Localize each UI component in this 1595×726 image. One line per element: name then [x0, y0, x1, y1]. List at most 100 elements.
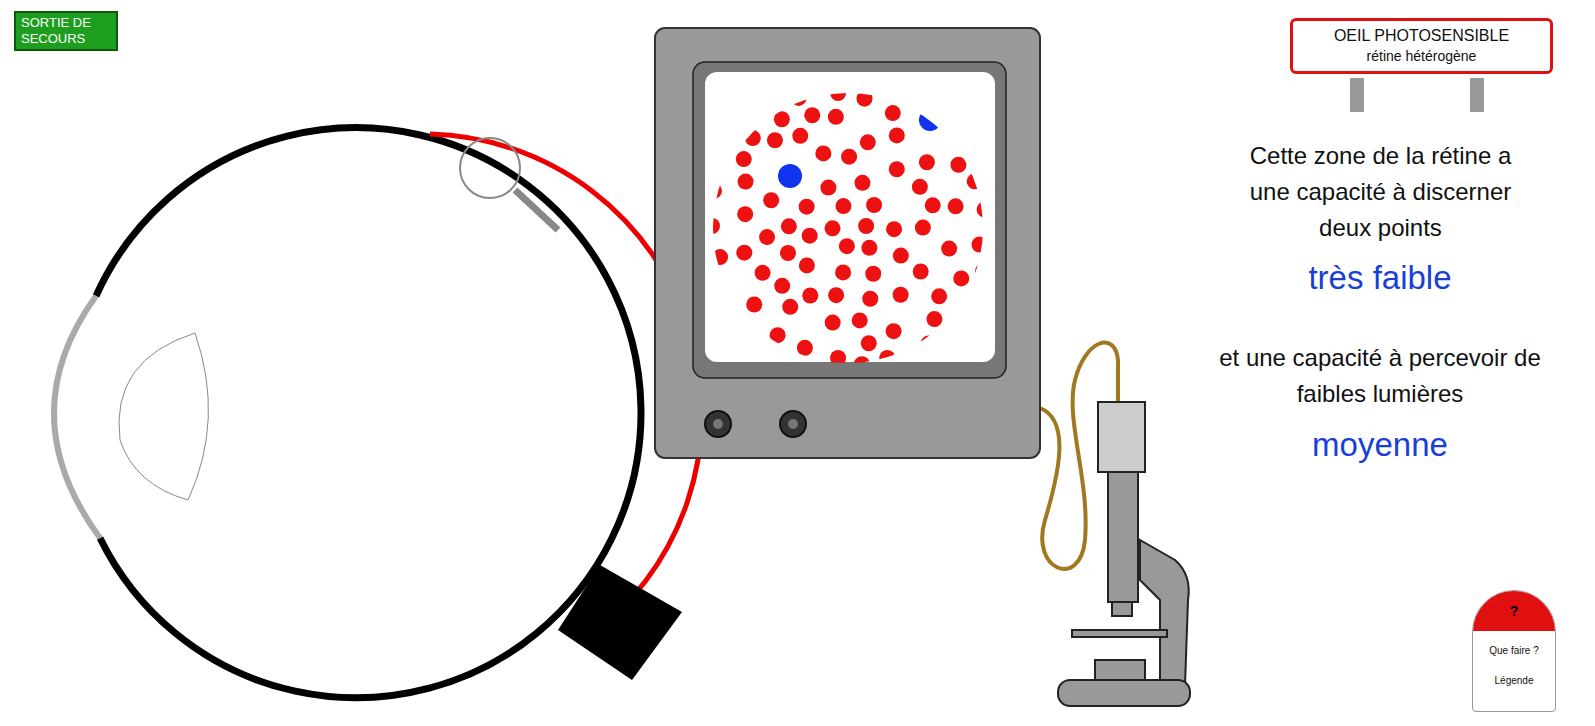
help-button: ?Que faire ?Légende — [1472, 590, 1556, 712]
cell-dots — [704, 85, 993, 375]
rod-cell — [941, 241, 957, 257]
rod-cell — [782, 299, 798, 315]
rod-cell — [841, 149, 857, 165]
rod-cell — [862, 291, 878, 307]
rod-cell — [931, 288, 947, 304]
rod-cell — [885, 105, 901, 121]
rod-cell — [752, 98, 768, 114]
rod-cell — [736, 245, 752, 261]
rod-cell — [854, 356, 870, 372]
node-text: SORTIE DE SECOURS — [21, 15, 111, 47]
rod-cell — [839, 238, 855, 254]
rod-cell — [705, 353, 721, 369]
rod-cell — [948, 198, 964, 214]
rod-cell — [791, 90, 807, 106]
rod-cell — [828, 287, 844, 303]
cone-cell — [778, 164, 802, 188]
rod-cell — [820, 180, 836, 196]
rod-cell — [825, 315, 841, 331]
rod-cell — [889, 127, 905, 143]
rod-cell — [745, 130, 761, 146]
rod-cell — [755, 265, 771, 281]
rod-cell — [712, 249, 728, 265]
rod-cell — [953, 270, 969, 286]
rod-cell — [774, 111, 790, 127]
rod-cell — [889, 161, 905, 177]
rod-cell — [774, 278, 790, 294]
rod-cell — [858, 218, 874, 234]
rod-cell — [852, 312, 868, 328]
rod-cell — [799, 257, 815, 273]
rod-cell — [785, 359, 801, 375]
node-text: rétine hétérogène — [1299, 46, 1544, 66]
rod-cell — [913, 264, 929, 280]
rod-cell — [815, 145, 831, 161]
rod-cell — [759, 229, 775, 245]
rating-value: très faible — [1195, 258, 1565, 298]
rod-cell — [893, 287, 909, 303]
node-text: ? — [1473, 591, 1555, 631]
rod-cell — [792, 128, 808, 144]
description-text: Cette zone de la rétine a une capacité à… — [1228, 138, 1533, 246]
rod-cell — [770, 327, 786, 343]
rod-cell — [704, 218, 720, 234]
sign-leg — [1350, 78, 1364, 112]
probe — [515, 190, 558, 230]
rod-cell — [977, 116, 993, 132]
title-sign: OEIL PHOTOSENSIBLErétine hétérogène — [1290, 18, 1553, 74]
rod-cell — [825, 220, 841, 236]
knob — [705, 411, 731, 437]
optic-nerve — [558, 565, 682, 680]
rod-cell — [967, 136, 983, 152]
zoom-circle — [460, 138, 520, 198]
rod-cell — [962, 351, 978, 367]
exit-button: SORTIE DE SECOURS — [14, 11, 118, 51]
rod-cell — [925, 197, 941, 213]
rod-cell — [726, 326, 742, 342]
rod-cell — [802, 228, 818, 244]
rod-cell — [919, 154, 935, 170]
rod-cell — [854, 175, 870, 191]
rod-cell — [736, 151, 752, 167]
rod-cell — [965, 292, 981, 308]
rod-cell — [706, 292, 722, 308]
rod-cell — [879, 350, 895, 366]
rod-cell — [886, 221, 902, 237]
rod-cell — [861, 240, 877, 256]
rod-cell — [977, 201, 993, 217]
rod-cell — [921, 336, 937, 352]
microscope — [1058, 402, 1190, 706]
rod-cell — [799, 199, 815, 215]
rod-cell — [751, 355, 767, 371]
rod-cell — [737, 206, 753, 222]
rod-cell — [763, 192, 779, 208]
lens — [119, 333, 208, 500]
rod-cell — [975, 263, 991, 279]
cornea — [54, 296, 100, 538]
rod-cell — [781, 218, 797, 234]
sign-leg — [1470, 78, 1484, 112]
rod-cell — [767, 132, 783, 148]
rod-cell — [706, 183, 722, 199]
rod-cell — [938, 92, 954, 108]
rod-cell — [886, 323, 902, 339]
rod-cell — [926, 311, 942, 327]
rating-value: moyenne — [1195, 425, 1565, 465]
rod-cell — [950, 157, 966, 173]
rod-cell — [738, 174, 754, 190]
rod-cell — [912, 179, 928, 195]
rod-cell — [959, 321, 975, 337]
monitor — [655, 28, 1040, 458]
rod-cell — [940, 350, 956, 366]
rod-cell — [915, 220, 931, 236]
rod-cell — [835, 198, 851, 214]
node-text: Que faire ? — [1473, 643, 1555, 659]
rod-cell — [797, 340, 813, 356]
rod-cell — [708, 151, 724, 167]
rod-cell — [906, 353, 922, 369]
rod-cell — [835, 264, 851, 280]
rod-cell — [726, 90, 742, 106]
knob — [780, 411, 806, 437]
rod-cell — [952, 113, 968, 129]
rod-cell — [901, 89, 917, 105]
